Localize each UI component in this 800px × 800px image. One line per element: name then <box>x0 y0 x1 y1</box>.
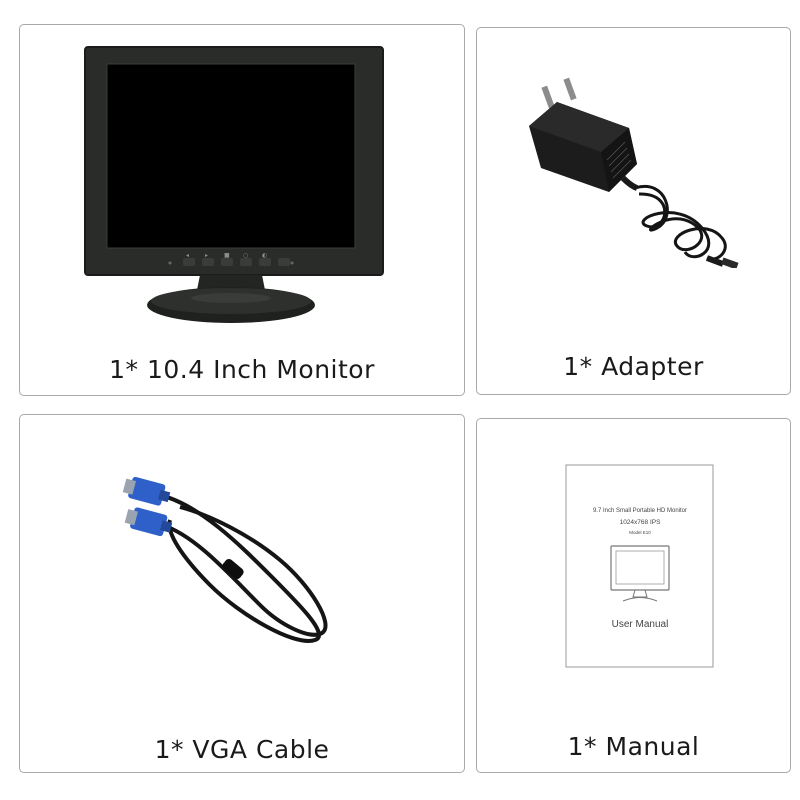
adapter-card: 1* Adapter <box>476 27 791 395</box>
svg-text:◐: ◐ <box>262 252 267 259</box>
svg-text:○: ○ <box>243 252 248 259</box>
power-adapter-icon <box>529 77 739 268</box>
manual-caption: 1* Manual <box>567 732 700 761</box>
vga-cable-caption: 1* VGA Cable <box>154 735 330 764</box>
user-manual-icon: 9.7 Inch Small Portable HD Monitor 1024x… <box>565 464 714 668</box>
svg-text:▸: ▸ <box>205 252 208 259</box>
adapter-caption: 1* Adapter <box>563 352 704 381</box>
monitor-card: ◂ ▸ ■ ○ ◐ 1* 10.4 Inch Monitor <box>19 24 465 396</box>
manual-spec: 1024x768 IPS <box>620 519 662 526</box>
monitor-icon: ◂ ▸ ■ ○ ◐ <box>84 46 384 323</box>
manual-model: Model E10 <box>629 530 651 535</box>
svg-text:■: ■ <box>224 252 230 259</box>
manual-label: User Manual <box>612 619 669 630</box>
svg-text:◂: ◂ <box>186 252 189 259</box>
vga-cable-icon <box>122 476 328 643</box>
vga-cable-card: 1* VGA Cable <box>19 414 465 773</box>
manual-title: 9.7 Inch Small Portable HD Monitor <box>593 508 687 514</box>
manual-card: 9.7 Inch Small Portable HD Monitor 1024x… <box>476 418 791 773</box>
monitor-caption: 1* 10.4 Inch Monitor <box>109 355 375 384</box>
